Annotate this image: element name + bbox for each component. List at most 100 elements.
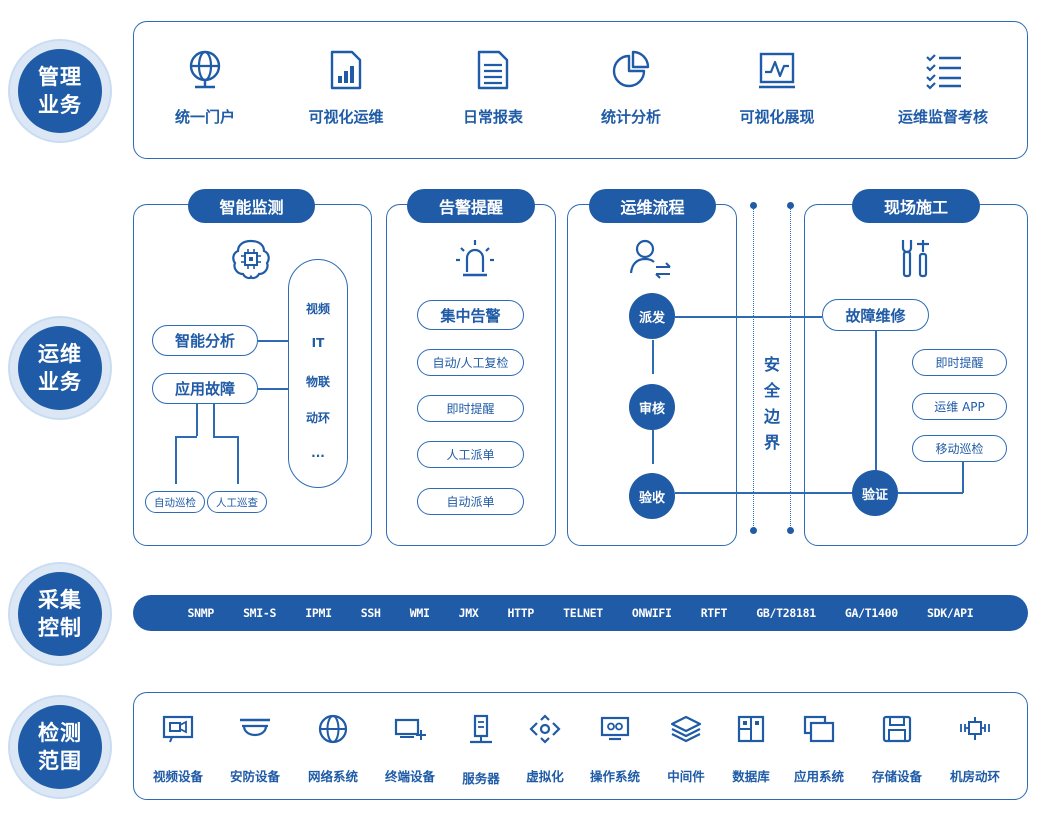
flow-node-acceptance[interactable]: 验收	[629, 473, 675, 519]
mgmt-item-portal[interactable]: 统一门户	[130, 48, 280, 127]
badge-line-2: 业务	[38, 370, 82, 394]
server-icon	[470, 714, 492, 744]
device-label: 安防设备	[229, 769, 280, 784]
protocol-item: RTFT	[700, 606, 728, 620]
video-device-icon	[162, 715, 194, 743]
protocol-item: JMX	[458, 606, 479, 620]
flow-title: 运维流程	[589, 189, 716, 223]
manual-patrol-pill[interactable]: 人工巡查	[207, 491, 267, 513]
source-list-item: ...	[311, 446, 325, 460]
mgmt-item-label: 可视化运维	[308, 108, 384, 126]
mgmt-item-statistics[interactable]: 统计分析	[556, 48, 706, 127]
alarm-item-instant[interactable]: 即时提醒	[417, 395, 524, 422]
protocol-item: SDK/API	[926, 606, 974, 620]
terminal-device-icon	[394, 718, 426, 740]
device-storage[interactable]: 存储设备	[862, 714, 932, 785]
alarm-item-manual-dispatch[interactable]: 人工派单	[417, 441, 524, 468]
onsite-option-instant[interactable]: 即时提醒	[912, 349, 1007, 376]
device-server[interactable]: 服务器	[446, 714, 516, 787]
connector-line	[213, 404, 215, 436]
device-video[interactable]: 视频设备	[143, 714, 213, 785]
device-label: 机房动环	[949, 769, 1000, 784]
row-badge-collect: 采集 控制	[10, 564, 110, 664]
device-database[interactable]: 数据库	[716, 714, 786, 785]
device-terminal[interactable]: 终端设备	[375, 714, 445, 785]
boundary-dot	[787, 527, 794, 534]
mgmt-item-visualization[interactable]: 可视化展现	[702, 48, 852, 127]
mgmt-item-visual-ops[interactable]: 可视化运维	[271, 48, 421, 127]
checklist-icon	[926, 54, 961, 90]
onsite-option-app[interactable]: 运维 APP	[912, 393, 1007, 420]
connector-line	[258, 340, 288, 342]
device-os[interactable]: 操作系统	[580, 714, 650, 785]
badge-line-1: 检测	[38, 721, 82, 745]
mgmt-item-label: 统计分析	[600, 108, 661, 126]
device-security[interactable]: 安防设备	[220, 714, 290, 785]
fault-repair-pill[interactable]: 故障维修	[822, 299, 929, 331]
connector-line	[962, 462, 964, 493]
device-application[interactable]: 应用系统	[784, 714, 854, 785]
protocol-item: WMI	[409, 606, 430, 620]
device-network[interactable]: 网络系统	[298, 714, 368, 785]
detect-panel	[133, 692, 1028, 800]
badge-line-1: 采集	[38, 588, 82, 612]
connector-line	[175, 436, 177, 484]
verify-node[interactable]: 验证	[852, 470, 898, 516]
report-document-icon	[477, 50, 509, 90]
row-badge-management: 管理 业务	[10, 41, 110, 141]
row-badge-ops: 运维 业务	[10, 318, 110, 418]
protocol-item: HTTP	[507, 606, 535, 620]
alarm-item-recheck[interactable]: 自动/人工复检	[417, 349, 524, 376]
auto-patrol-pill[interactable]: 自动巡检	[145, 491, 205, 513]
onsite-option-mobile-patrol[interactable]: 移动巡检	[912, 435, 1007, 462]
boundary-dot	[787, 202, 794, 209]
device-datacenter[interactable]: 机房动环	[940, 714, 1010, 785]
source-list-item: IT	[311, 336, 325, 350]
line-chart-icon	[759, 52, 795, 89]
mgmt-item-daily-report[interactable]: 日常报表	[418, 48, 568, 127]
tools-icon	[901, 240, 929, 278]
application-windows-icon	[803, 715, 835, 743]
flow-node-dispatch[interactable]: 派发	[629, 293, 675, 339]
device-label: 视频设备	[152, 769, 203, 784]
connector-line	[675, 316, 822, 318]
alarm-item-centralized[interactable]: 集中告警	[417, 300, 524, 330]
badge-line-2: 控制	[38, 616, 82, 640]
management-panel	[133, 21, 1028, 159]
device-label: 虚拟化	[526, 769, 564, 784]
connector-line	[652, 340, 654, 374]
mgmt-item-label: 可视化展现	[739, 108, 815, 126]
mgmt-item-label: 日常报表	[462, 108, 523, 126]
device-label: 应用系统	[793, 769, 844, 784]
connector-line	[175, 436, 197, 438]
protocol-item: TELNET	[563, 606, 603, 620]
storage-disk-icon	[882, 715, 912, 743]
device-label: 中间件	[667, 769, 705, 784]
protocol-item: ONWIFI	[631, 606, 672, 620]
brain-chip-icon	[232, 239, 270, 280]
source-list-item: 物联	[305, 375, 330, 389]
alarm-light-icon	[456, 240, 494, 277]
security-camera-icon	[240, 718, 270, 737]
operating-system-icon	[600, 716, 630, 741]
flow-node-review[interactable]: 审核	[629, 384, 675, 430]
smart-analysis-pill[interactable]: 智能分析	[152, 325, 258, 356]
alarm-item-auto-dispatch[interactable]: 自动派单	[417, 488, 524, 515]
alarm-title: 告警提醒	[407, 189, 535, 223]
device-label: 终端设备	[384, 769, 435, 784]
device-middleware[interactable]: 中间件	[651, 714, 721, 785]
app-fault-pill[interactable]: 应用故障	[152, 373, 258, 404]
device-label: 数据库	[732, 769, 770, 784]
datacenter-environment-icon	[960, 717, 990, 740]
database-icon	[737, 715, 765, 743]
mgmt-item-supervision[interactable]: 运维监督考核	[868, 48, 1018, 127]
globe-monitor-icon	[189, 50, 221, 89]
security-boundary-label: 安 全 边 界	[760, 352, 784, 456]
onsite-title: 现场施工	[852, 189, 980, 223]
device-virtualization[interactable]: 虚拟化	[510, 714, 580, 785]
connector-line	[258, 388, 288, 390]
protocol-item: SMI-S	[243, 606, 277, 620]
device-label: 存储设备	[871, 769, 922, 784]
connector-line	[875, 331, 877, 471]
device-label: 服务器	[462, 771, 500, 786]
